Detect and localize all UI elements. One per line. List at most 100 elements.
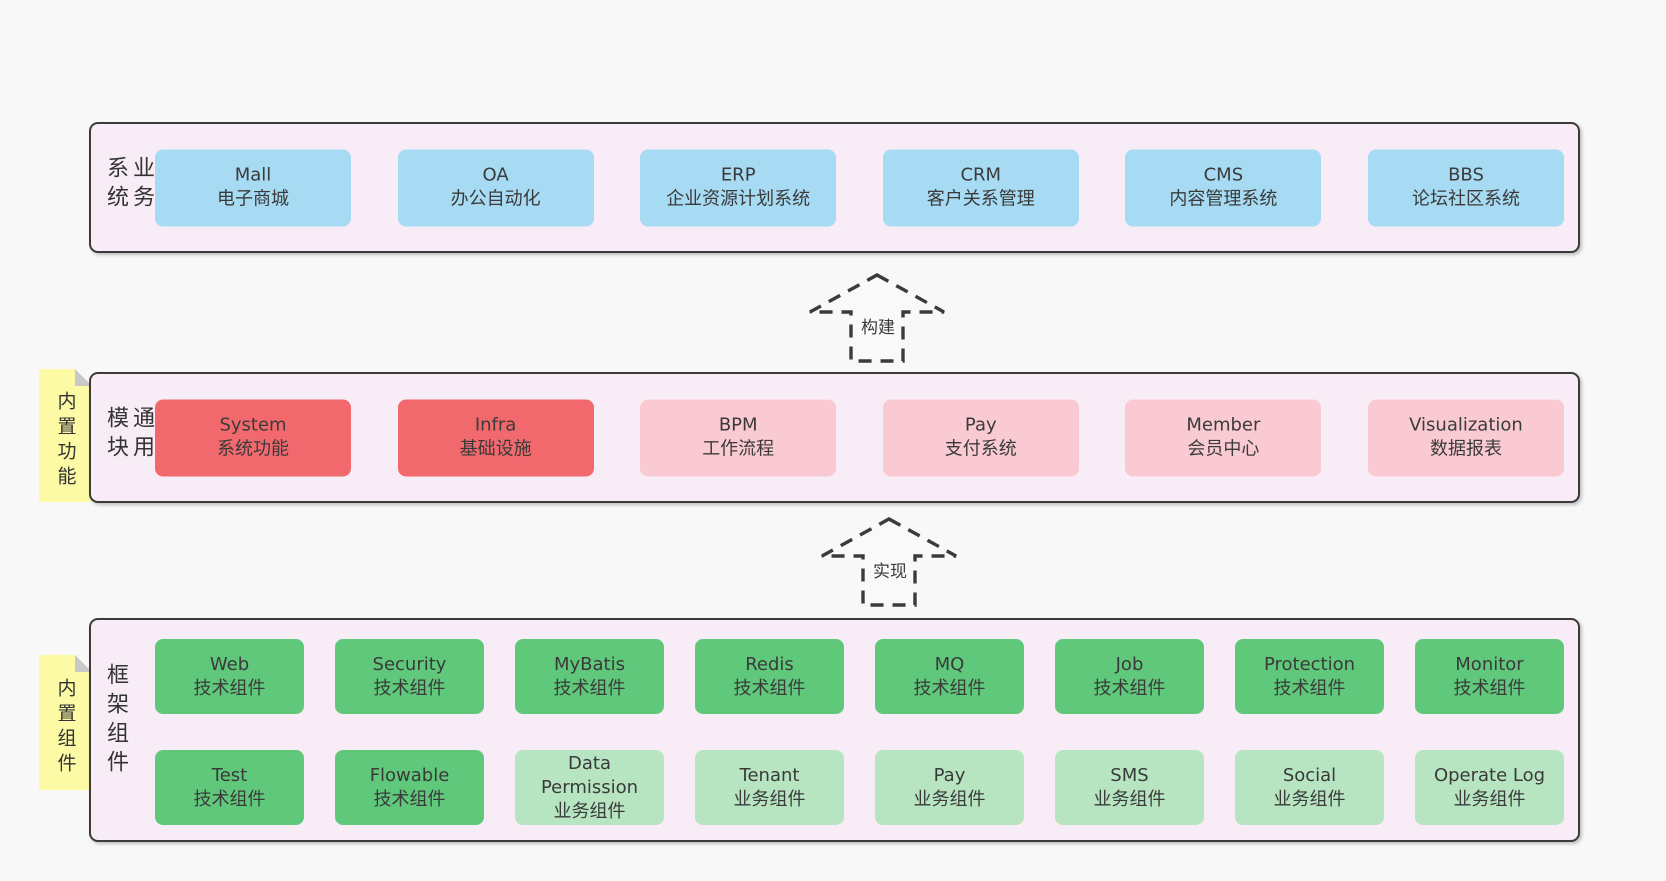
box-subtitle: 业务组件 xyxy=(1453,788,1526,810)
box-subtitle: 技术组件 xyxy=(553,677,626,699)
box-title: Web xyxy=(209,653,250,675)
box-title: Tenant xyxy=(739,764,800,786)
box-title: Social xyxy=(1282,764,1337,786)
component-box: MQ 技术组件 xyxy=(875,639,1024,714)
box-title: MyBatis xyxy=(554,653,625,675)
box-subtitle: 企业资源计划系统 xyxy=(666,188,811,210)
components-box-row-2: Test 技术组件 Flowable 技术组件 Data Permission … xyxy=(155,750,1564,825)
module-box: Pay 支付系统 xyxy=(882,399,1079,476)
box-subtitle: 基础设施 xyxy=(459,438,532,460)
common-modules-panel: 通用模块 System 系统功能 Infra 基础设施 BPM 工作流程 Pay… xyxy=(89,372,1580,503)
components-panel-label: 框架组件 xyxy=(103,663,128,780)
box-subtitle: 支付系统 xyxy=(944,438,1017,460)
box-title: CMS xyxy=(1203,164,1244,186)
system-box: CMS 内容管理系统 xyxy=(1125,149,1322,226)
build-arrow-label: 构建 xyxy=(859,312,897,339)
box-subtitle: 业务组件 xyxy=(553,800,626,822)
box-title: Redis xyxy=(745,653,794,675)
system-box: BBS 论坛社区系统 xyxy=(1367,149,1564,226)
box-title: System xyxy=(219,414,287,436)
box-subtitle: 技术组件 xyxy=(1453,677,1526,699)
box-title: Security xyxy=(372,653,447,675)
component-box: Job 技术组件 xyxy=(1055,639,1204,714)
box-subtitle: 技术组件 xyxy=(373,788,446,810)
system-box: Mall 电子商城 xyxy=(155,149,351,226)
component-box: Tenant 业务组件 xyxy=(695,750,844,825)
box-title: BPM xyxy=(718,414,758,436)
box-subtitle: 技术组件 xyxy=(373,677,446,699)
system-box: CRM 客户关系管理 xyxy=(882,149,1079,226)
business-panel-label: 业务系统 xyxy=(103,155,154,214)
box-title: Data Permission xyxy=(540,752,639,798)
box-subtitle: 技术组件 xyxy=(193,677,266,699)
implement-arrow-label: 实现 xyxy=(871,556,909,583)
module-box: BPM 工作流程 xyxy=(640,399,837,476)
box-subtitle: 电子商城 xyxy=(217,188,289,210)
box-subtitle: 技术组件 xyxy=(1093,677,1166,699)
box-title: BBS xyxy=(1448,164,1484,186)
box-title: Pay xyxy=(933,764,966,786)
box-title: Test xyxy=(211,764,248,786)
component-box: Redis 技术组件 xyxy=(695,639,844,714)
component-box: Flowable 技术组件 xyxy=(335,750,484,825)
box-title: SMS xyxy=(1110,764,1149,786)
box-subtitle: 办公自动化 xyxy=(450,188,541,210)
builtin-components-note-label: 内置组件 xyxy=(54,677,77,778)
box-subtitle: 论坛社区系统 xyxy=(1411,188,1520,210)
component-box: Monitor 技术组件 xyxy=(1415,639,1564,714)
system-box: OA 办公自动化 xyxy=(397,149,594,226)
box-subtitle: 客户关系管理 xyxy=(926,188,1035,210)
box-title: Member xyxy=(1186,414,1261,436)
box-subtitle: 业务组件 xyxy=(913,788,986,810)
module-box: Infra 基础设施 xyxy=(397,399,594,476)
box-subtitle: 技术组件 xyxy=(193,788,266,810)
business-box-row: Mall 电子商城 OA 办公自动化 ERP 企业资源计划系统 CRM 客户关系… xyxy=(155,149,1564,226)
module-box: Visualization 数据报表 xyxy=(1367,399,1564,476)
box-title: OA xyxy=(482,164,509,186)
component-box: Security 技术组件 xyxy=(335,639,484,714)
module-box: System 系统功能 xyxy=(155,399,351,476)
modules-box-row: System 系统功能 Infra 基础设施 BPM 工作流程 Pay 支付系统… xyxy=(155,399,1564,476)
component-box: Pay 业务组件 xyxy=(875,750,1024,825)
box-title: CRM xyxy=(960,164,1002,186)
system-box: ERP 企业资源计划系统 xyxy=(640,149,837,226)
box-title: Pay xyxy=(964,414,997,436)
build-arrow: 构建 xyxy=(806,272,948,364)
box-subtitle: 技术组件 xyxy=(1273,677,1346,699)
component-box: Protection 技术组件 xyxy=(1235,639,1384,714)
module-box: Member 会员中心 xyxy=(1125,399,1322,476)
component-box: Social 业务组件 xyxy=(1235,750,1384,825)
box-title: Mall xyxy=(234,164,272,186)
box-title: MQ xyxy=(934,653,965,675)
box-subtitle: 业务组件 xyxy=(1093,788,1166,810)
box-subtitle: 技术组件 xyxy=(733,677,806,699)
box-subtitle: 业务组件 xyxy=(733,788,806,810)
builtin-features-note-label: 内置功能 xyxy=(54,390,77,491)
box-title: Monitor xyxy=(1455,653,1524,675)
box-subtitle: 技术组件 xyxy=(913,677,986,699)
box-subtitle: 工作流程 xyxy=(702,438,775,460)
builtin-components-note: 内置组件 xyxy=(39,655,92,790)
box-title: ERP xyxy=(720,164,756,186)
builtin-features-note: 内置功能 xyxy=(39,369,92,502)
business-systems-panel: 业务系统 Mall 电子商城 OA 办公自动化 ERP 企业资源计划系统 CRM… xyxy=(89,122,1580,253)
component-box: Data Permission 业务组件 xyxy=(515,750,664,825)
box-subtitle: 数据报表 xyxy=(1429,438,1502,460)
component-box: SMS 业务组件 xyxy=(1055,750,1204,825)
box-subtitle: 会员中心 xyxy=(1187,438,1260,460)
framework-components-panel: 框架组件 Web 技术组件 Security 技术组件 MyBatis 技术组件… xyxy=(89,618,1580,842)
box-title: Protection xyxy=(1263,653,1356,675)
component-box: Test 技术组件 xyxy=(155,750,304,825)
box-title: Flowable xyxy=(369,764,450,786)
modules-panel-label: 通用模块 xyxy=(103,405,154,464)
box-subtitle: 系统功能 xyxy=(217,438,289,460)
box-title: Operate Log xyxy=(1433,764,1546,786)
box-subtitle: 内容管理系统 xyxy=(1169,188,1278,210)
box-title: Job xyxy=(1115,653,1144,675)
box-title: Visualization xyxy=(1409,414,1523,436)
component-box: MyBatis 技术组件 xyxy=(515,639,664,714)
implement-arrow: 实现 xyxy=(818,516,960,608)
component-box: Web 技术组件 xyxy=(155,639,304,714)
box-title: Infra xyxy=(474,414,517,436)
component-box: Operate Log 业务组件 xyxy=(1415,750,1564,825)
